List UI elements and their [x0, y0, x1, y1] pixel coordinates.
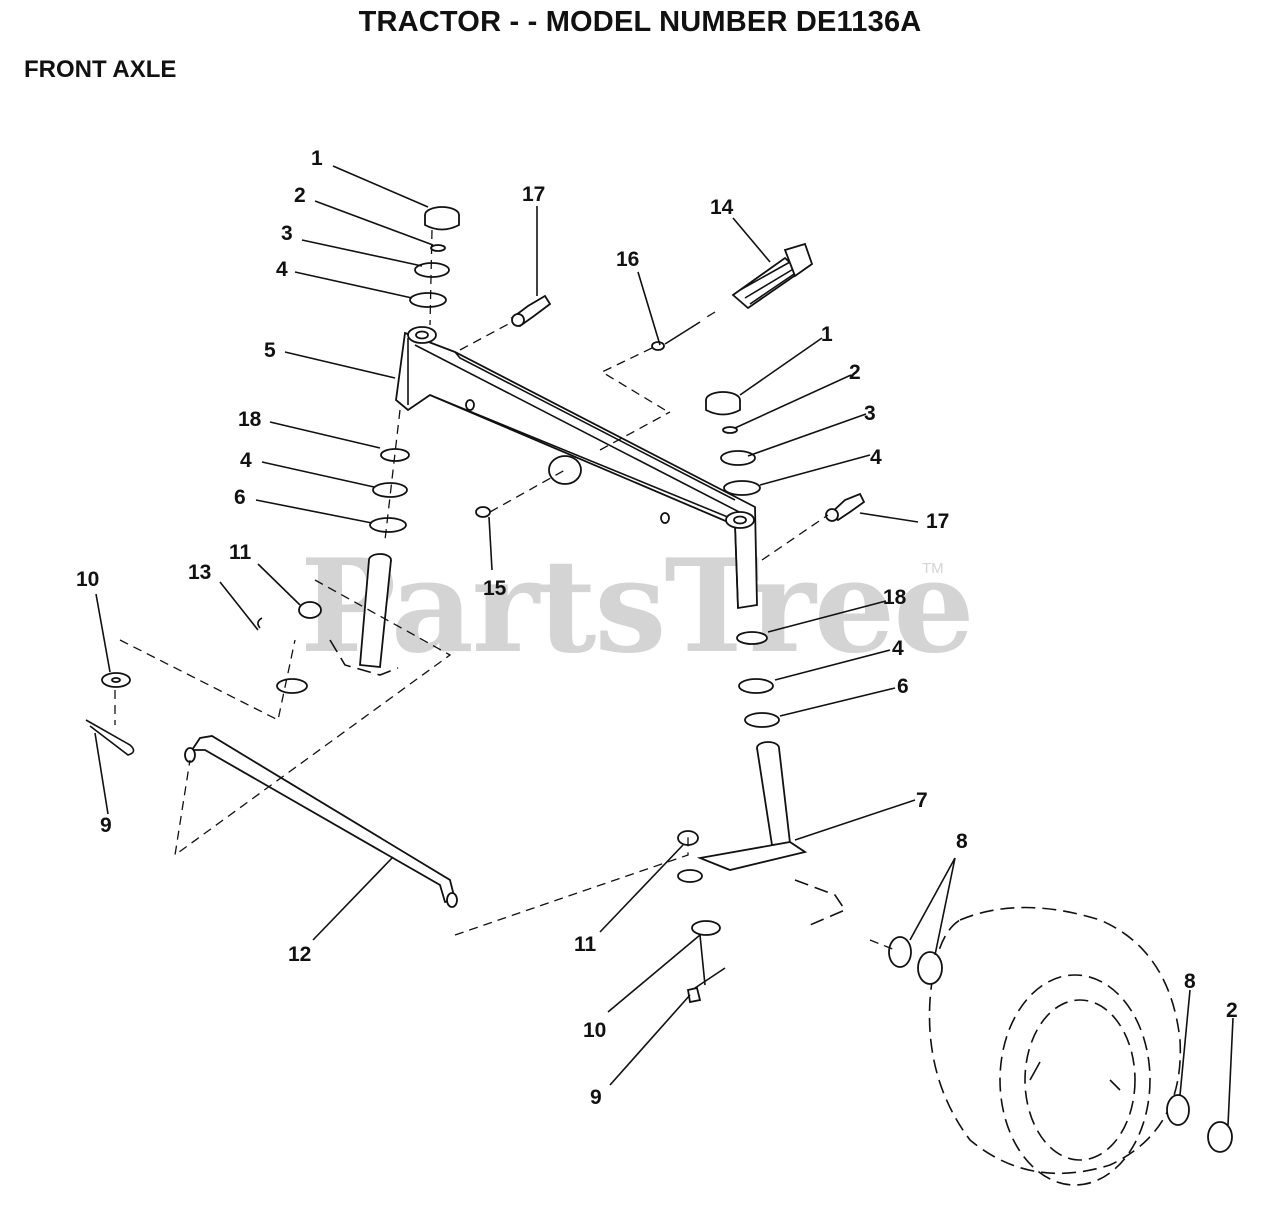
callout-label: 1: [821, 323, 833, 346]
callout-label: 13: [188, 561, 211, 584]
axle-beam: [395, 326, 758, 610]
page-title: TRACTOR - - MODEL NUMBER DE1136A: [358, 6, 922, 38]
callout-label: 5: [264, 339, 276, 362]
left-top-stack: [409, 206, 460, 326]
callout-label: 4: [892, 637, 904, 660]
callout-label: 17: [522, 183, 545, 206]
callout-label: 15: [483, 577, 507, 600]
section-title: FRONT AXLE: [24, 56, 177, 83]
callout-label: 2: [294, 184, 306, 207]
right-spindle-stack: [677, 631, 847, 986]
callout-label: 4: [240, 449, 252, 472]
callout-label: 1: [311, 147, 323, 170]
callout-label: 17: [926, 510, 949, 533]
callout-label: 4: [870, 446, 882, 469]
callout-label: 10: [583, 1019, 606, 1042]
fittings: [257, 242, 866, 629]
assembly-lines: [114, 321, 896, 951]
callout-label: 14: [710, 196, 734, 219]
watermark-tm: TM: [922, 560, 944, 577]
callout-label: 8: [956, 830, 968, 853]
callout-label: 18: [238, 408, 262, 431]
callout-label: 7: [916, 789, 928, 812]
leader-lines: [94, 165, 1234, 1126]
callout-label: 11: [574, 933, 597, 956]
callout-labels: 1 2 3 4 5 18 4 6 17 16 14 1 2 3 4 17 15 …: [76, 147, 1238, 1109]
callout-label: 2: [1226, 999, 1238, 1022]
callout-label: 18: [883, 586, 907, 609]
callout-label: 8: [1184, 970, 1196, 993]
callout-label: 12: [288, 943, 311, 966]
callout-label: 9: [100, 814, 112, 837]
callout-label: 6: [897, 675, 909, 698]
left-pin-washer: [85, 672, 726, 1004]
callout-label: 4: [276, 258, 288, 281]
callout-label: 9: [590, 1086, 602, 1109]
callout-label: 6: [234, 486, 246, 509]
callout-label: 11: [229, 541, 252, 564]
callout-label: 3: [864, 402, 876, 425]
wheel: [888, 906, 1233, 1186]
callout-label: 3: [281, 222, 293, 245]
left-spindle-stack: [276, 409, 410, 694]
right-top-stack: [705, 391, 761, 496]
tie-rod: [184, 735, 458, 908]
callout-label: 16: [616, 248, 639, 271]
callout-label: 10: [76, 568, 99, 591]
callout-label: 2: [849, 361, 861, 384]
